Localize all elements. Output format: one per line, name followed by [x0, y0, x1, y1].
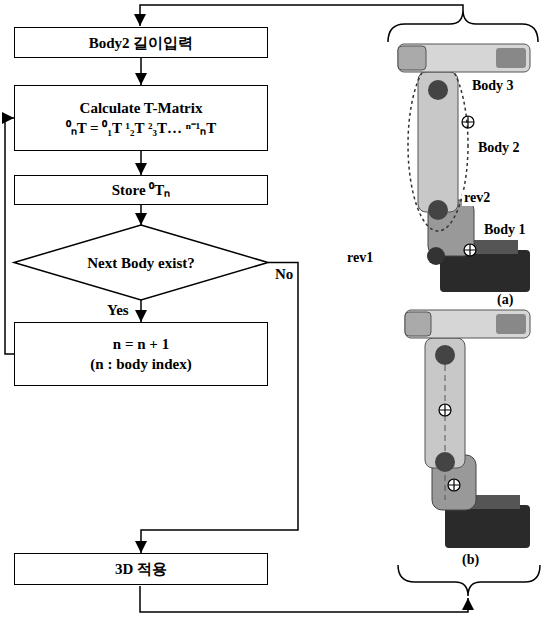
- robot-a: [398, 44, 530, 292]
- flow-arrow: [140, 300, 142, 322]
- output-box: 3D 적용: [14, 553, 268, 585]
- bracket: [398, 565, 540, 596]
- part-label: Body 1: [482, 222, 528, 238]
- flow-arrow: [140, 205, 142, 225]
- node-text: Body2 길이입력: [85, 33, 198, 53]
- node-text: 3D 적용: [111, 559, 171, 579]
- feedback-line: [140, 5, 463, 26]
- process-box: Store ⁰Tₙ: [14, 175, 268, 205]
- joint-label: rev1: [345, 250, 375, 266]
- node-subtext: ⁰ₙT = ⁰₁T ¹₂T ²₃T… ⁿ⁻¹ₙT: [62, 118, 221, 138]
- figure-label: (b): [460, 552, 481, 568]
- flow-arrow: [140, 58, 142, 85]
- edge-label: No: [273, 266, 295, 283]
- node-text: n = n + 1: [109, 334, 173, 354]
- part-label: Body 3: [470, 78, 516, 94]
- process-box: n = n + 1(n : body index): [14, 322, 268, 386]
- node-text: Next Body exist?: [83, 253, 199, 273]
- node-subtext: (n : body index): [86, 354, 195, 374]
- flow-arrow: [5, 118, 14, 354]
- joint-label: rev2: [462, 190, 492, 206]
- input-box: Body2 길이입력: [14, 27, 268, 58]
- node-text: Store ⁰Tₙ: [108, 180, 175, 200]
- flow-arrow: [141, 263, 298, 554]
- process-box: Calculate T-Matrix⁰ₙT = ⁰₁T ¹₂T ²₃T… ⁿ⁻¹…: [14, 85, 268, 151]
- robot-b: [405, 310, 530, 548]
- feedback-line: [140, 586, 468, 612]
- part-label: Body 2: [476, 140, 522, 156]
- bracket: [388, 10, 538, 42]
- figure-label: (a): [495, 292, 515, 308]
- node-text: Calculate T-Matrix: [76, 98, 207, 118]
- decision-diamond: Next Body exist?: [14, 225, 268, 300]
- flow-arrow: [140, 151, 142, 175]
- edge-label: Yes: [105, 302, 131, 319]
